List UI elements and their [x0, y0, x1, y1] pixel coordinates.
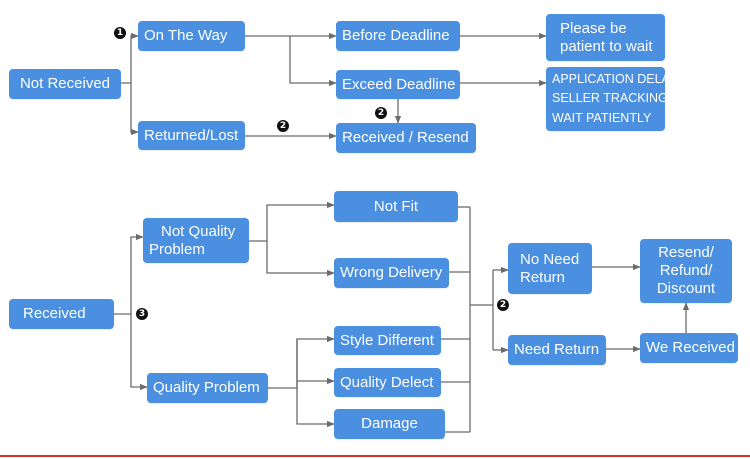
resend-line-2: Refund/ [659, 262, 713, 279]
resend-line-3: Discount [656, 280, 716, 297]
resend-line-1: Resend/ [658, 244, 714, 261]
delay-note-3: WAIT PATIENTLY [552, 110, 652, 125]
we-received-node: We Received [640, 333, 738, 363]
no-need-line-2: Return [520, 268, 566, 286]
step-badge-3: 3 [136, 308, 148, 320]
on-the-way-node: On The Way [138, 21, 245, 51]
step-badge-1: 1 [114, 27, 126, 39]
need-return-node: Need Return [508, 335, 606, 365]
damage-node: Damage [334, 409, 445, 439]
please-wait-node: Please be patient to wait [546, 14, 665, 61]
not-quality-problem-node: Not Quality Problem [143, 218, 249, 263]
not-fit-node: Not Fit [334, 191, 458, 222]
returned-lost-node: Returned/Lost [138, 121, 245, 150]
step-badge-2-top: 2 [277, 120, 289, 132]
not-quality-line-1: Not Quality [161, 222, 236, 240]
step-badge-2-bottom: 2 [497, 299, 509, 311]
bottom-rule [0, 455, 750, 457]
received-resend-node: Received / Resend [336, 123, 476, 153]
quality-defect-node: Quality Delect [334, 368, 441, 397]
style-different-node: Style Different [334, 326, 441, 355]
exceed-deadline-node: Exceed Deadline [336, 70, 460, 99]
not-received-node: Not Received [9, 69, 121, 99]
no-need-return-node: No Need Return [508, 243, 592, 294]
delay-notes-node: APPLICATION DELAY SELLER TRACKING WAIT P… [546, 67, 677, 131]
received-node: Received [9, 299, 114, 329]
no-need-line-1: No Need [520, 250, 580, 268]
please-wait-line-2: patient to wait [560, 37, 653, 55]
step-badge-2-mid: 2 [375, 107, 387, 119]
please-wait-line-1: Please be [560, 19, 627, 37]
wrong-delivery-node: Wrong Delivery [334, 258, 449, 288]
before-deadline-node: Before Deadline [336, 21, 460, 51]
delay-note-2: SELLER TRACKING [552, 91, 668, 106]
not-quality-line-2: Problem [149, 240, 205, 258]
quality-problem-node: Quality Problem [147, 373, 268, 403]
resend-refund-discount-node: Resend/ Refund/ Discount [640, 239, 732, 303]
delay-note-1: APPLICATION DELAY [552, 71, 678, 86]
